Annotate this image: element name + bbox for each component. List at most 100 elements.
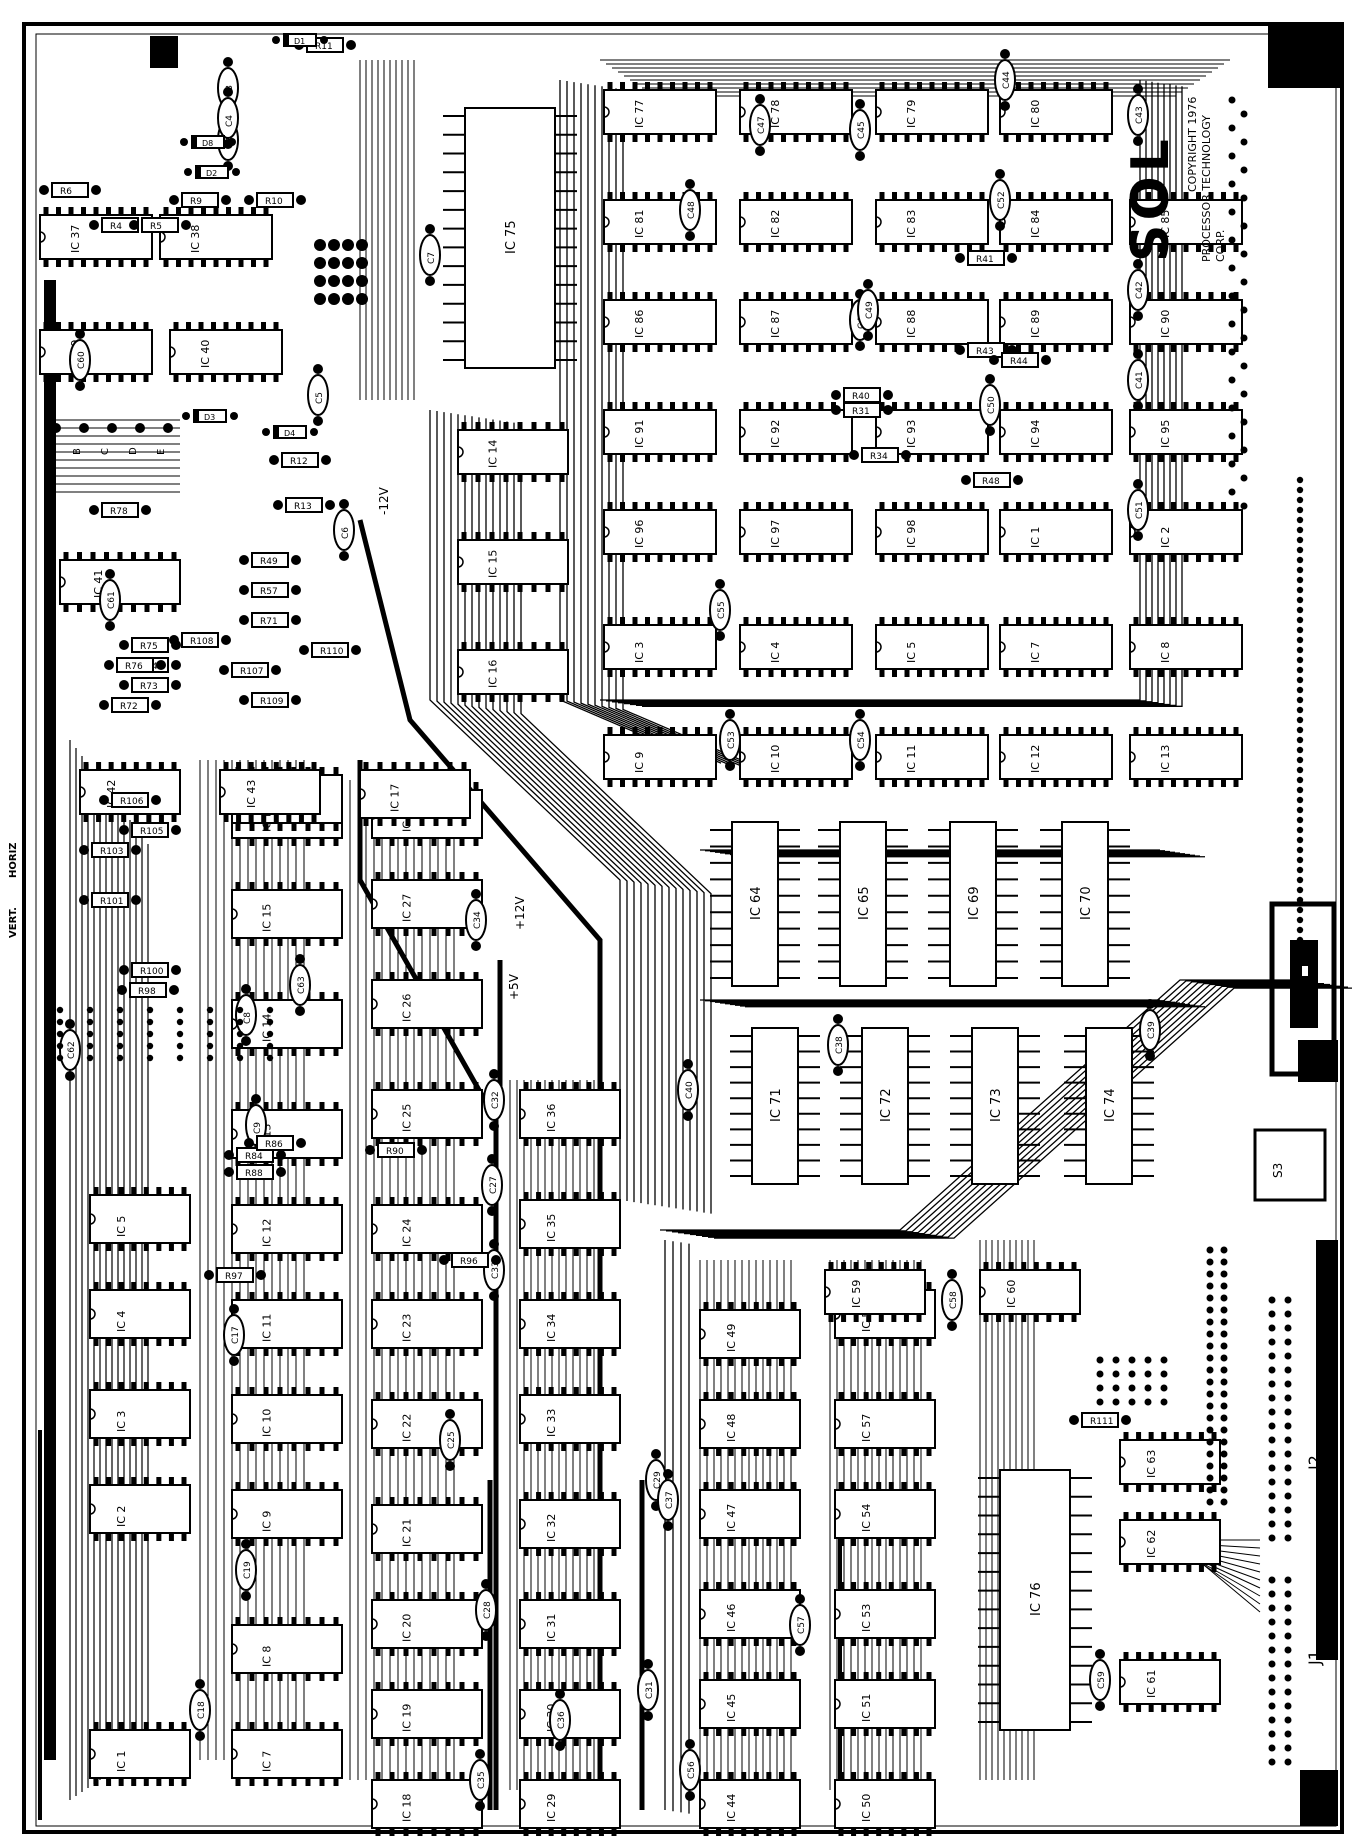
ic-package: IC 31: [519, 1592, 621, 1656]
ic-label: IC 29: [545, 1794, 558, 1822]
ic-label: IC 57: [860, 1414, 873, 1442]
capacitor: C17: [223, 1304, 245, 1366]
capacitor-label: C56: [687, 1761, 697, 1779]
capacitor-label: C4: [225, 115, 235, 127]
resistor: R12: [269, 452, 331, 468]
ic-package: IC 48: [699, 1392, 801, 1456]
ic-package: IC 4: [739, 617, 853, 677]
capacitor-label: C60: [77, 351, 87, 369]
resistor-label: R72: [120, 702, 138, 712]
ic-label: IC 36: [545, 1104, 558, 1132]
resistor-label: R78: [110, 507, 128, 517]
ic-package: IC 11: [231, 1292, 343, 1356]
capacitor: C32: [483, 1069, 505, 1131]
ic-label: IC 61: [1145, 1670, 1158, 1698]
ic-label: IC 1: [115, 1751, 128, 1772]
capacitor: C18: [189, 1679, 211, 1741]
resistor: R44: [989, 352, 1051, 368]
ic-label: IC 7: [261, 1751, 274, 1772]
ic-label: IC 50: [860, 1794, 873, 1822]
ic-label: IC 88: [905, 310, 918, 338]
ic-package: IC 92: [739, 402, 853, 462]
ic-label: IC 27: [401, 894, 414, 922]
ic-package: IC 19: [371, 1682, 483, 1746]
ic-label: IC 3: [633, 642, 646, 663]
horiz-label: HORIZ: [8, 842, 19, 878]
ic-label: IC 9: [633, 752, 646, 773]
ic-label: IC 63: [1145, 1450, 1158, 1478]
ic-label: IC 8: [1159, 642, 1172, 663]
ic-label: IC 76: [1029, 1582, 1044, 1616]
resistor-label: R90: [386, 1147, 404, 1157]
ic-package: IC 15: [457, 532, 569, 592]
ic-package-large: IC 65: [818, 821, 908, 987]
resistor-label: R5: [150, 222, 162, 232]
ic-package-large: IC 71: [730, 1027, 820, 1185]
resistor: R75: [119, 637, 181, 653]
ic-package: IC 50: [834, 1772, 936, 1836]
ic-package: IC 5: [875, 617, 989, 677]
ic-label: IC 75: [504, 220, 519, 254]
capacitor-label: C38: [835, 1036, 845, 1054]
resistor: R41: [955, 250, 1017, 266]
capacitor-label: C7: [427, 252, 437, 264]
capacitor: C38: [827, 1014, 849, 1076]
resistor-label: R44: [1010, 357, 1028, 367]
ic-label: IC 92: [769, 420, 782, 448]
ic-package: IC 79: [875, 82, 989, 142]
ic-package: IC 86: [603, 292, 717, 352]
diode-label: D1: [294, 37, 305, 46]
capacitor: C61: [99, 569, 121, 631]
ic-package: IC 7: [231, 1722, 343, 1786]
ic-label: IC 19: [401, 1704, 414, 1732]
capacitor: C36: [549, 1689, 571, 1751]
connector-j1-label: J1: [1305, 1650, 1324, 1666]
ic-label: IC 81: [633, 210, 646, 238]
capacitor: C48: [679, 179, 701, 241]
resistor: R13: [273, 497, 335, 513]
resistor: R86: [244, 1135, 306, 1151]
resistor: R109: [239, 692, 301, 708]
ic-label: IC 79: [905, 100, 918, 128]
sol-logo: SOL COPYRIGHT 1976 PROCESSOR TECHNOLOGY …: [1121, 97, 1227, 262]
capacitor: C62: [59, 1019, 81, 1081]
capacitor-label: C36: [557, 1711, 567, 1729]
resistor: R110: [299, 642, 361, 658]
capacitor: C49: [857, 279, 879, 341]
ic-package: IC 51: [834, 1672, 936, 1736]
ic-label: IC 10: [261, 1409, 274, 1437]
connector-j2-label: J2: [1305, 1455, 1324, 1471]
capacitor-label: C52: [997, 191, 1007, 209]
ic-package: IC 12: [231, 1197, 343, 1261]
ic-label: IC 43: [245, 780, 258, 808]
diode-label: D8: [202, 139, 213, 148]
resistor-label: R31: [852, 407, 870, 417]
ic-package: IC 46: [699, 1582, 801, 1646]
ic-package: IC 96: [603, 502, 717, 562]
ic-package: IC 34: [519, 1292, 621, 1356]
resistor-label: R75: [140, 642, 158, 652]
ic-package: IC 80: [999, 82, 1113, 142]
ic-package: IC 25: [371, 1082, 483, 1146]
capacitor-label: C40: [685, 1081, 695, 1099]
ic-package-large: IC 73: [950, 1027, 1040, 1185]
ic-package: IC 5: [89, 1187, 191, 1251]
ic-label: IC 40: [199, 340, 212, 368]
ic-label: IC 23: [401, 1314, 414, 1342]
ic-package: IC 53: [834, 1582, 936, 1646]
vert-label: VERT.: [8, 907, 19, 938]
capacitor: C41: [1127, 349, 1149, 411]
ic-label: IC 72: [879, 1088, 894, 1122]
resistor-label: R13: [294, 502, 312, 512]
ic-package: IC 8: [1129, 617, 1243, 677]
capacitor-label: C61: [107, 591, 117, 609]
ic-package: IC 22: [371, 1392, 483, 1456]
capacitor-label: C59: [1097, 1671, 1107, 1689]
ic-label: IC 17: [389, 784, 402, 812]
capacitor: C4: [217, 87, 239, 149]
capacitor: C42: [1127, 259, 1149, 321]
ic-package-large: IC 74: [1064, 1027, 1154, 1185]
ic-package: IC 24: [371, 1197, 483, 1261]
resistor: R10: [244, 192, 306, 208]
ic-label: IC 16: [487, 660, 500, 688]
